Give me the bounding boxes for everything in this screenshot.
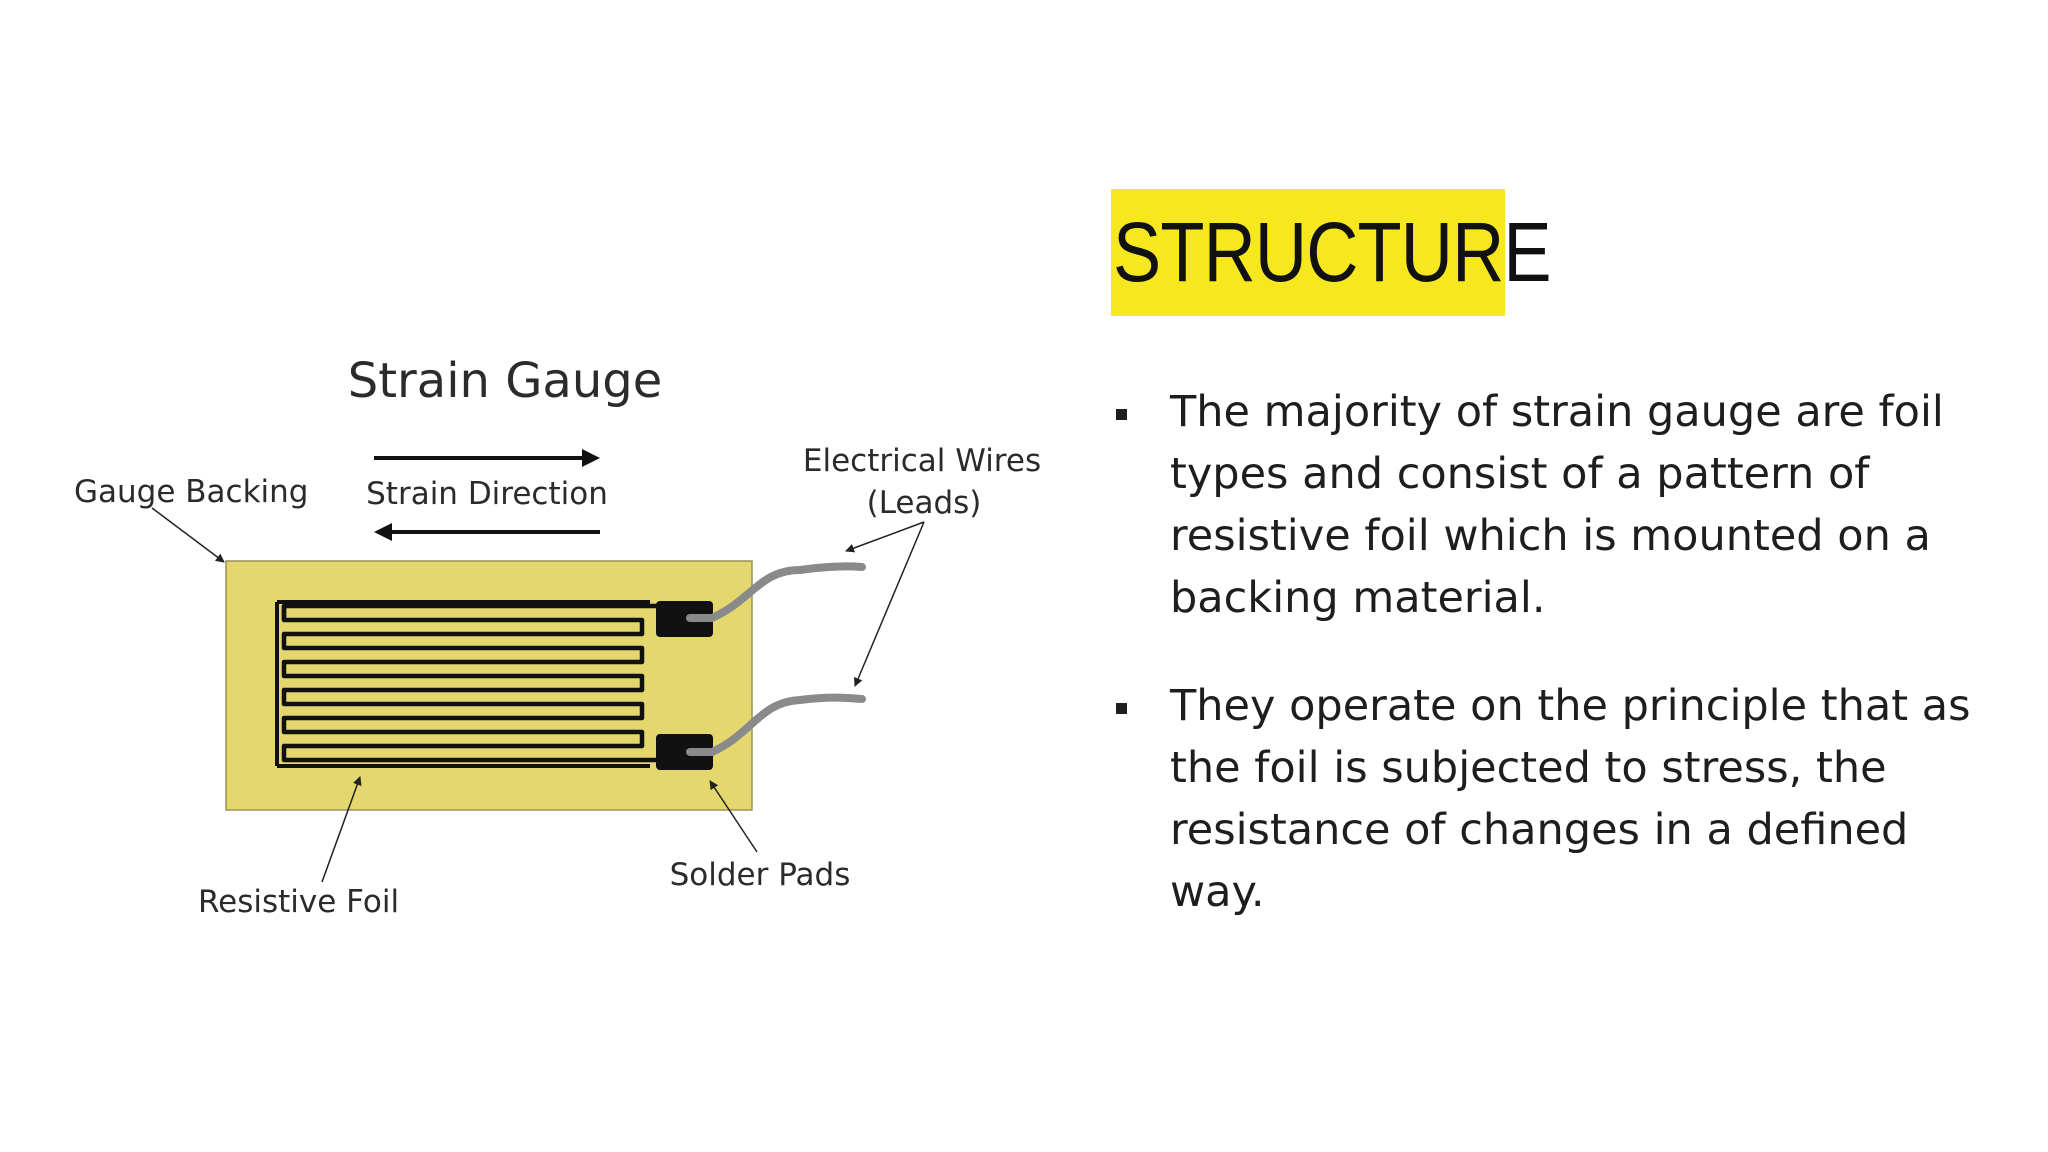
gauge-backing-pointer xyxy=(151,507,225,563)
resistive-foil-label: Resistive Foil xyxy=(198,884,399,920)
resistive-foil-pointer xyxy=(321,776,362,883)
solder-pads-label: Solder Pads xyxy=(670,857,851,893)
title-highlight: STRUCTURE xyxy=(1111,189,1552,316)
gauge-backing-label: Gauge Backing xyxy=(74,474,308,510)
leads-pointer-top xyxy=(845,521,925,553)
bullet-item: The majority of strain gauge are foil ty… xyxy=(1100,381,2000,629)
bullet-item: They operate on the principle that as th… xyxy=(1100,675,2000,923)
bullet-text: The majority of strain gauge are foil ty… xyxy=(1170,387,1944,623)
strain-direction-label: Strain Direction xyxy=(366,476,608,512)
slide-title: STRUCTURE xyxy=(1113,205,1552,299)
strain-arrowhead-left xyxy=(374,523,392,541)
resistive-foil-pattern xyxy=(281,603,660,763)
electrical-wires-label: Electrical Wires xyxy=(803,443,1041,479)
solder-pad-bottom xyxy=(656,734,713,770)
bullet-square-icon xyxy=(1116,703,1127,714)
diagram-title: Strain Gauge xyxy=(348,353,662,409)
wire-bottom xyxy=(686,693,866,756)
bullet-list: The majority of strain gauge are foil ty… xyxy=(1100,381,2000,969)
strain-arrowhead-right xyxy=(582,449,600,467)
gauge-backing xyxy=(225,560,753,811)
wire-top xyxy=(686,562,866,622)
solder-pads-pointer xyxy=(709,780,758,853)
bullet-square-icon xyxy=(1116,409,1127,420)
leads-label: (Leads) xyxy=(867,485,982,521)
leads-pointer-bottom xyxy=(853,521,925,687)
bullet-text: They operate on the principle that as th… xyxy=(1170,681,1971,917)
solder-pad-top xyxy=(656,601,713,637)
